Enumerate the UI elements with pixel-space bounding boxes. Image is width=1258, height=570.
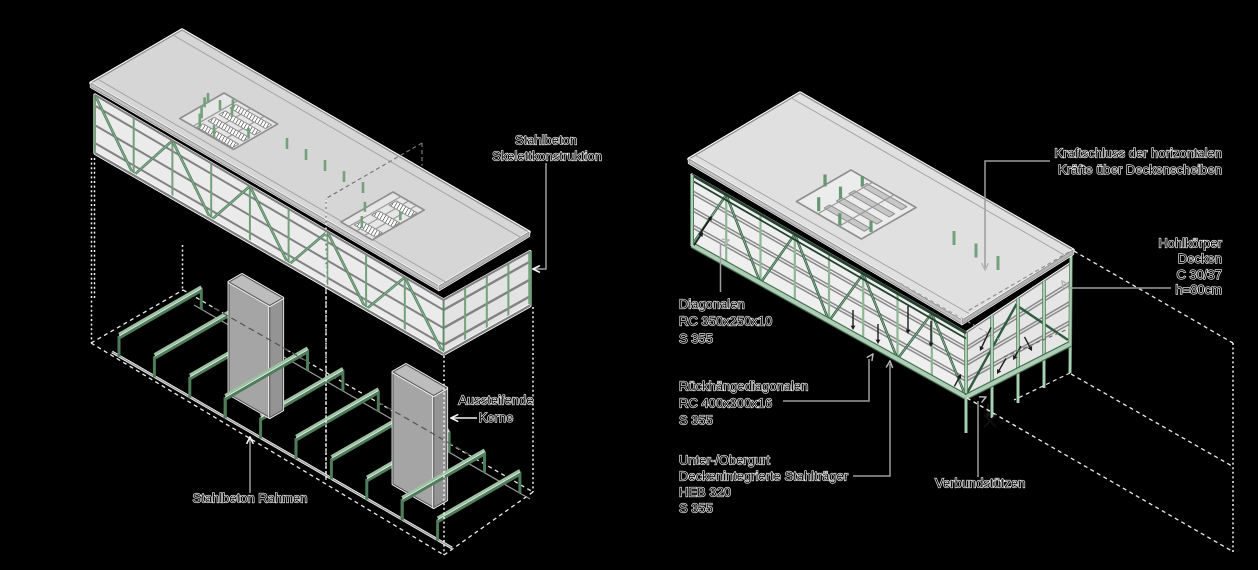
svg-text:Stahlbeton: Stahlbeton [515,133,577,148]
svg-text:C 30/37: C 30/37 [1176,267,1222,282]
svg-text:Kraftschluss der horizontalen: Kraftschluss der horizontalen [1054,146,1222,161]
svg-text:Kerne: Kerne [479,410,514,425]
svg-text:Hohlkörper: Hohlkörper [1158,236,1222,251]
svg-text:Deckenintegrierte Stahlträger: Deckenintegrierte Stahlträger [679,469,849,484]
svg-text:S 355: S 355 [679,501,713,516]
svg-text:Kräfte über Deckenscheiben: Kräfte über Deckenscheiben [1058,162,1222,177]
svg-text:Unter-/Obergurt: Unter-/Obergurt [679,453,770,468]
svg-text:RC 350x250x10: RC 350x250x10 [679,314,772,329]
svg-text:Stahlbeton Rahmen: Stahlbeton Rahmen [193,491,308,506]
svg-text:Aussteifende: Aussteifende [458,393,533,408]
svg-text:RC 400x300x16: RC 400x300x16 [679,396,772,411]
svg-text:S 355: S 355 [679,331,713,346]
svg-text:Skelettkonstruktion: Skelettkonstruktion [492,149,602,164]
svg-text:S 355: S 355 [679,413,713,428]
svg-text:h=80cm: h=80cm [1175,282,1222,297]
svg-text:Diagonalen: Diagonalen [679,297,745,312]
svg-text:HEB 320: HEB 320 [679,485,731,500]
svg-text:Decken: Decken [1178,251,1222,266]
svg-text:Rückhängediagonalen: Rückhängediagonalen [679,379,808,394]
svg-text:Verbundstützen: Verbundstützen [935,476,1025,491]
